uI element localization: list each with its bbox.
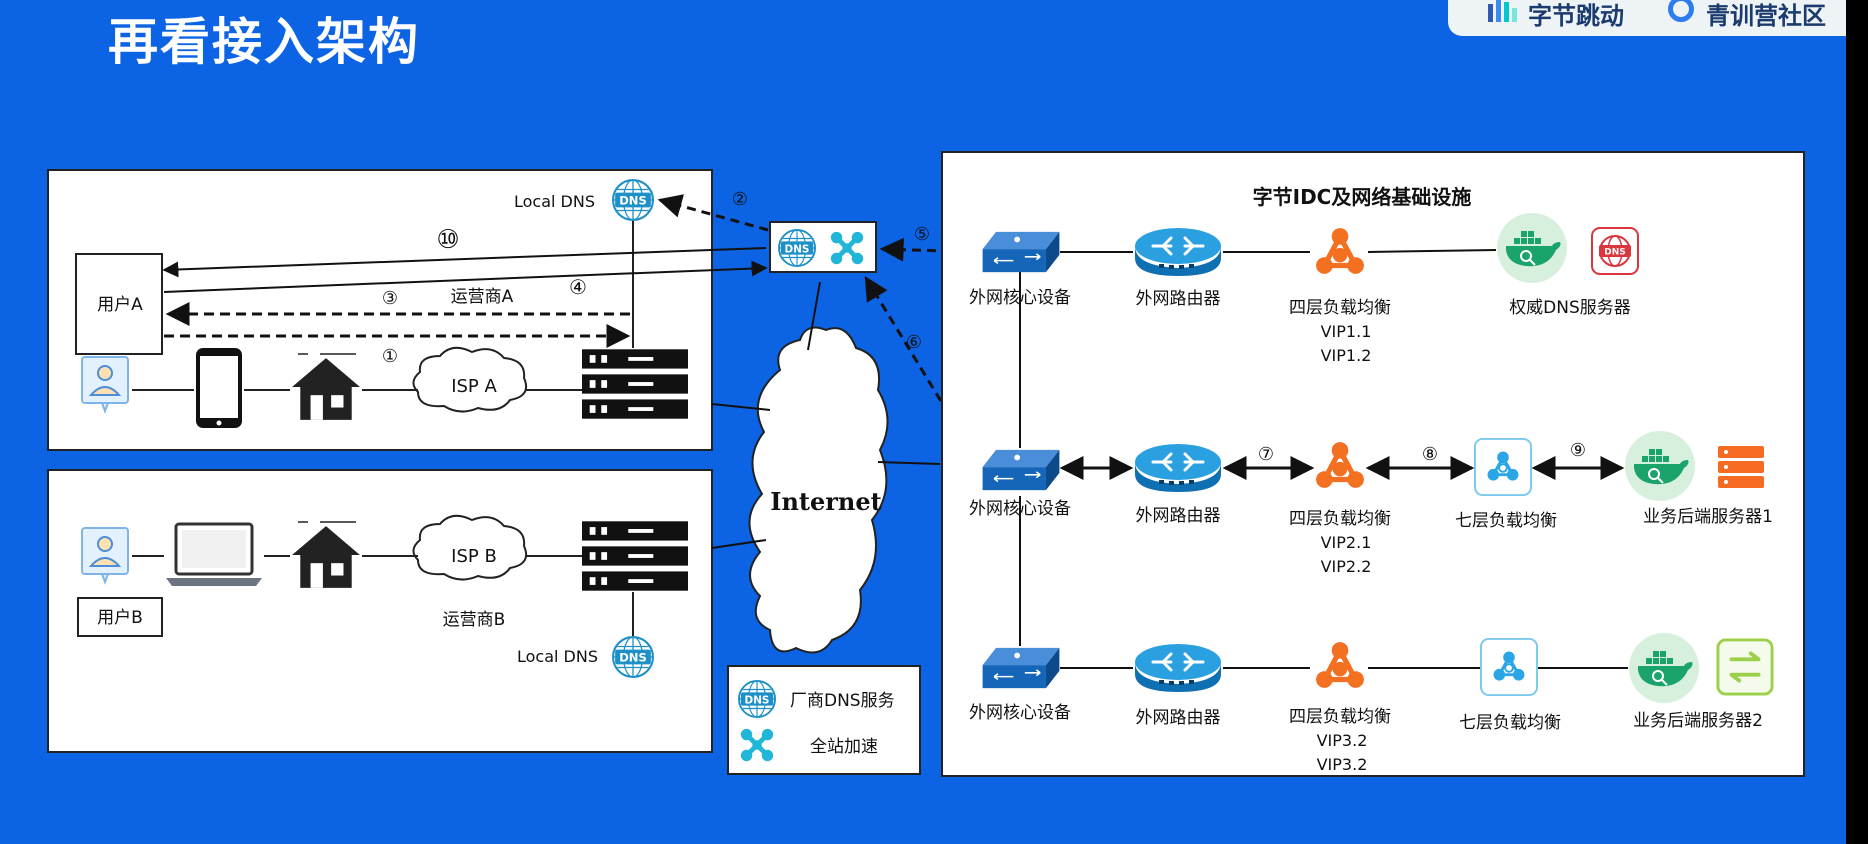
step-2-label: ② bbox=[732, 189, 748, 210]
legend: 厂商DNS服务 全站加速 bbox=[727, 665, 921, 775]
step-4-label: ④ bbox=[569, 275, 587, 299]
isp-b-cloud bbox=[412, 514, 528, 581]
isp-a-cloud bbox=[412, 346, 528, 413]
step-7-label: ⑦ bbox=[1258, 444, 1274, 465]
carrier-b-server-icon bbox=[582, 521, 688, 591]
vip-2-1: VIP2.1 bbox=[1321, 533, 1372, 552]
backend-server-1-label: 业务后端服务器1 bbox=[1643, 507, 1773, 527]
carrier-b-label: 运营商B bbox=[443, 610, 506, 630]
core-device-3-icon[interactable] bbox=[982, 647, 1060, 689]
vip-2-2: VIP2.2 bbox=[1321, 557, 1372, 576]
authoritative-dns-label: 权威DNS服务器 bbox=[1509, 298, 1631, 318]
carrier-a-server-icon bbox=[582, 349, 688, 419]
backend-server-2-icon[interactable] bbox=[1716, 638, 1774, 696]
router-2-label: 外网路由器 bbox=[1136, 506, 1221, 526]
idc-row-1: 外网核心设备 外网路由器 四层负载均衡 VIP1.1 VIP1.2 权威DNS服… bbox=[969, 212, 1639, 365]
router-1-label: 外网路由器 bbox=[1136, 289, 1221, 309]
core-device-2-icon[interactable] bbox=[982, 449, 1060, 491]
vip-3-2: VIP3.2 bbox=[1317, 755, 1368, 774]
router-3-icon[interactable] bbox=[1133, 642, 1223, 694]
step-9-label: ⑨ bbox=[1570, 440, 1586, 461]
bytedance-logo-icon bbox=[1488, 0, 1517, 22]
legend-dns-icon bbox=[738, 680, 776, 718]
brand-badge: 字节跳动 青训营社区 bbox=[1448, 0, 1846, 36]
core-device-1-icon[interactable] bbox=[982, 231, 1060, 273]
isp-b-panel: 用户B ISP B 运营商B Local DNS bbox=[47, 469, 713, 753]
user-b-avatar-icon bbox=[81, 527, 129, 583]
brand-left-text: 字节跳动 bbox=[1528, 2, 1624, 30]
phone-icon bbox=[196, 348, 242, 428]
slide-title: 再看接入架构 bbox=[108, 13, 420, 71]
vip-3-1: VIP3.2 bbox=[1317, 731, 1368, 750]
carrier-a-label: 运营商A bbox=[451, 287, 514, 307]
step-10-label: ⑩ bbox=[436, 225, 459, 255]
user-a-box[interactable] bbox=[75, 253, 163, 355]
user-b-box[interactable] bbox=[77, 597, 163, 637]
vip-1-2: VIP1.2 bbox=[1321, 346, 1372, 365]
step-8-label: ⑧ bbox=[1422, 444, 1438, 465]
router-3-label: 外网路由器 bbox=[1136, 708, 1221, 728]
authoritative-dns-icon[interactable] bbox=[1591, 227, 1639, 275]
vendor-dns-accel-box[interactable] bbox=[769, 221, 877, 273]
l4-lb-1-label: 四层负载均衡 bbox=[1289, 298, 1391, 318]
local-dns-b-icon[interactable] bbox=[612, 636, 654, 678]
backend-server-1-icon[interactable] bbox=[1718, 446, 1764, 488]
backend-server-2-label: 业务后端服务器2 bbox=[1633, 711, 1763, 731]
router-1-icon[interactable] bbox=[1133, 226, 1223, 278]
step-1-label: ① bbox=[382, 346, 398, 367]
legend-acceleration-label: 全站加速 bbox=[810, 737, 878, 757]
step-5-label: ⑤ bbox=[914, 224, 930, 245]
community-logo-icon bbox=[1668, 0, 1694, 22]
docker-3-icon bbox=[1628, 632, 1700, 704]
l7-lb-3-icon[interactable] bbox=[1480, 638, 1538, 696]
l4-lb-2-label: 四层负载均衡 bbox=[1289, 509, 1391, 529]
local-dns-a-label: Local DNS bbox=[514, 192, 595, 211]
user-b-label: 用户B bbox=[97, 608, 143, 628]
core-device-2-label: 外网核心设备 bbox=[969, 499, 1071, 519]
core-device-1-label: 外网核心设备 bbox=[969, 288, 1071, 308]
step-6-label: ⑥ bbox=[906, 332, 922, 353]
legend-vendor-dns-label: 厂商DNS服务 bbox=[790, 691, 895, 711]
router-2-icon[interactable] bbox=[1133, 442, 1223, 494]
docker-2-icon bbox=[1624, 430, 1696, 502]
local-dns-b-label: Local DNS bbox=[517, 647, 598, 666]
vip-1-1: VIP1.1 bbox=[1321, 322, 1372, 341]
isp-a-label: ISP A bbox=[451, 376, 497, 397]
l7-lb-3-label: 七层负载均衡 bbox=[1459, 713, 1561, 733]
internet-cloud: Internet bbox=[748, 326, 889, 654]
idc-row-2: 外网核心设备 外网路由器 四层负载均衡 VIP2.1 VIP2.2 七层负载均衡… bbox=[969, 430, 1773, 576]
core-device-3-label: 外网核心设备 bbox=[969, 703, 1071, 723]
isp-b-label: ISP B bbox=[451, 546, 497, 567]
l4-lb-3-label: 四层负载均衡 bbox=[1289, 707, 1391, 727]
step-3-label: ③ bbox=[382, 288, 398, 309]
idc-title: 字节IDC及网络基础设施 bbox=[1253, 185, 1472, 209]
local-dns-a-icon[interactable] bbox=[612, 179, 654, 221]
docker-1-icon bbox=[1496, 212, 1568, 284]
isp-a-panel: 用户A Local DNS ISP A ⑩ ③ 运营商A ④ ① bbox=[47, 169, 768, 451]
l7-lb-2-icon[interactable] bbox=[1474, 438, 1532, 496]
brand-right-text: 青训营社区 bbox=[1706, 2, 1826, 30]
internet-label: Internet bbox=[770, 487, 881, 516]
idc-row-3: 外网核心设备 外网路由器 四层负载均衡 VIP3.2 VIP3.2 七层负载均衡… bbox=[969, 632, 1774, 774]
user-a-avatar-icon bbox=[81, 356, 129, 412]
idc-panel: 字节IDC及网络基础设施 外网核心设备 外网路由器 四层负载均衡 VIP1.1 … bbox=[941, 151, 1805, 777]
user-a-label: 用户A bbox=[97, 295, 143, 315]
vendor-dns-icon bbox=[778, 229, 816, 267]
l7-lb-2-label: 七层负载均衡 bbox=[1455, 511, 1557, 531]
